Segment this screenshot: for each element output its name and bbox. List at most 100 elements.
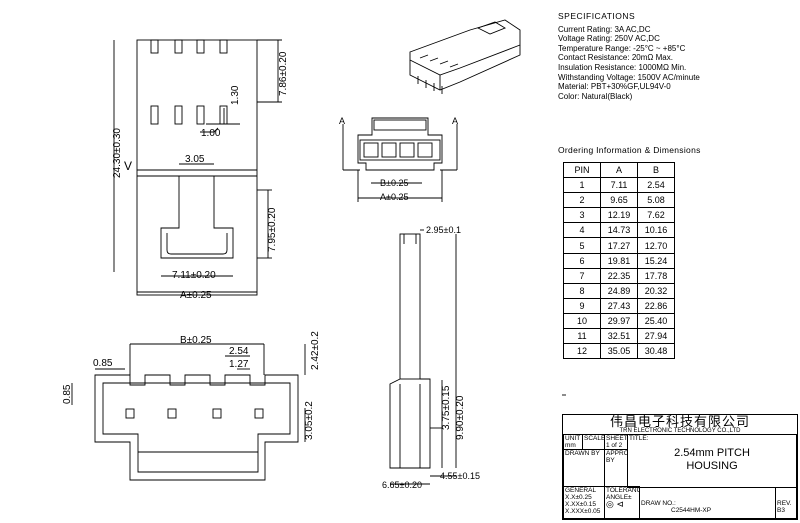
table-cell: 35.05 [600, 343, 638, 360]
dim-b-small: B±0.25 [380, 178, 408, 188]
spec-line: Insulation Resistance: 1000MΩ Min. [558, 62, 687, 72]
table-cell: 9 [563, 297, 601, 314]
dim-0-85-top: 0.85 [93, 358, 113, 369]
unit-label: UNIT [565, 435, 581, 442]
dim-7-95: 7.95±0.20 [267, 207, 278, 252]
tolerance-2: X.XX±0.15 [565, 501, 597, 508]
general-label: GENERAL [565, 487, 597, 494]
table-cell: 27.43 [600, 297, 638, 314]
table-cell: 2 [563, 192, 601, 209]
end-view [71, 343, 306, 481]
angle-label: ANGLE± [606, 494, 632, 501]
tolerance-label: TOLERANCE [606, 487, 639, 494]
table-cell: 3 [563, 207, 601, 224]
dim-7-11: 7.11±0.20 [172, 270, 216, 281]
dim-1-00: 1.00 [201, 128, 221, 139]
dim-2-95: 2.95±0.1 [426, 225, 461, 235]
table-cell: 20.32 [637, 282, 675, 299]
spec-line: Contact Resistance: 20mΩ Max. [558, 53, 673, 63]
dim-24-30: 24.30±0.30 [112, 128, 123, 178]
table-cell: 19.81 [600, 252, 638, 269]
top-view [113, 39, 282, 296]
dim-6-65: 6.65±0.20 [382, 480, 422, 490]
title-line-2: HOUSING [686, 460, 738, 472]
dim-7-86: 7.86±0.20 [278, 51, 289, 96]
table-cell: 5 [563, 237, 601, 254]
dim-3-75: 3.75±0.15 [441, 385, 452, 430]
section-a-left: A [339, 116, 345, 126]
table-cell: 14.73 [600, 222, 638, 239]
tolerance-1: X.X±0.25 [565, 494, 592, 501]
spec-title: SPECIFICATIONS [558, 11, 636, 21]
table-cell: 12 [563, 343, 601, 360]
table-cell: 12.70 [637, 237, 675, 254]
table-cell: 9.65 [600, 192, 638, 209]
table-cell: 22.35 [600, 267, 638, 284]
table-cell: 5.08 [637, 192, 675, 209]
table-cell: 1 [563, 177, 601, 194]
dim-2-54: 2.54 [229, 346, 249, 357]
spec-line: Material: PBT+30%GF,UL94V-0 [558, 82, 671, 92]
table-cell: 25.40 [637, 312, 675, 330]
dim-1-27: 1.27 [229, 359, 249, 370]
title-block: 伟昌电子科技有限公司 TRN ELECTRONIC TECHNOLOGY CO.… [562, 414, 798, 520]
table-cell: 22.86 [637, 297, 675, 314]
column-header: A [600, 161, 638, 179]
spec-line: Temperature Range: -25°C ~ +85°C [558, 43, 686, 53]
specifications: SPECIFICATIONS Current Rating: 3A AC,DC … [558, 11, 700, 101]
draw-no-label: DRAW NO.: [641, 500, 676, 507]
table-cell: 27.94 [637, 328, 675, 345]
table-cell: 29.97 [600, 312, 638, 330]
section-a-right: A [452, 116, 458, 126]
table-cell: 4 [563, 222, 601, 239]
isometric-view [409, 19, 521, 94]
dim-1-30: 1.30 [230, 85, 241, 105]
company-name-cn: 伟昌电子科技有限公司 [609, 415, 750, 429]
projection-symbol-icon: ◎ ⊲ [606, 499, 624, 509]
column-header: PIN [563, 161, 601, 179]
table-cell: 10.16 [637, 222, 675, 239]
spec-line: Color: Natural(Black) [558, 91, 633, 101]
table-cell: 30.48 [637, 343, 675, 360]
table-cell: 8 [563, 282, 601, 299]
table-cell: 15.24 [637, 252, 675, 269]
front-view-small [342, 117, 458, 202]
drawn-by-label: DRAWN BY [565, 450, 600, 457]
table-header-row: PIN A B [563, 161, 675, 179]
spec-line: Current Rating: 3A AC,DC [558, 24, 651, 34]
spec-line: Withstanding Voltage: 1500V AC/minute [558, 72, 700, 82]
table-cell: 12.19 [600, 207, 638, 224]
column-header: B [637, 161, 675, 179]
dim-a: A±0.25 [180, 290, 212, 301]
rev-value: B3 [777, 507, 785, 514]
table-cell: 6 [563, 252, 601, 269]
table-cell: 17.27 [600, 237, 638, 254]
dim-b-end: B±0.25 [180, 335, 212, 346]
table-cell: 7.11 [600, 177, 638, 194]
approved-by-label: APPROVED BY [606, 450, 627, 464]
dim-9-90: 9.90±0.20 [455, 395, 466, 440]
table-cell: 11 [563, 328, 601, 345]
table-cell: 2.54 [637, 177, 675, 194]
draw-no-value: C2544HM-XP [671, 507, 712, 514]
view-marker-v: V [124, 159, 132, 173]
table-cell: 10 [563, 312, 601, 330]
table-cell: 7 [563, 267, 601, 284]
rev-label: REV. [777, 500, 792, 507]
unit-value: mm [565, 442, 576, 449]
table-cell: 17.78 [637, 267, 675, 284]
title-label: TITLE: [629, 435, 649, 442]
